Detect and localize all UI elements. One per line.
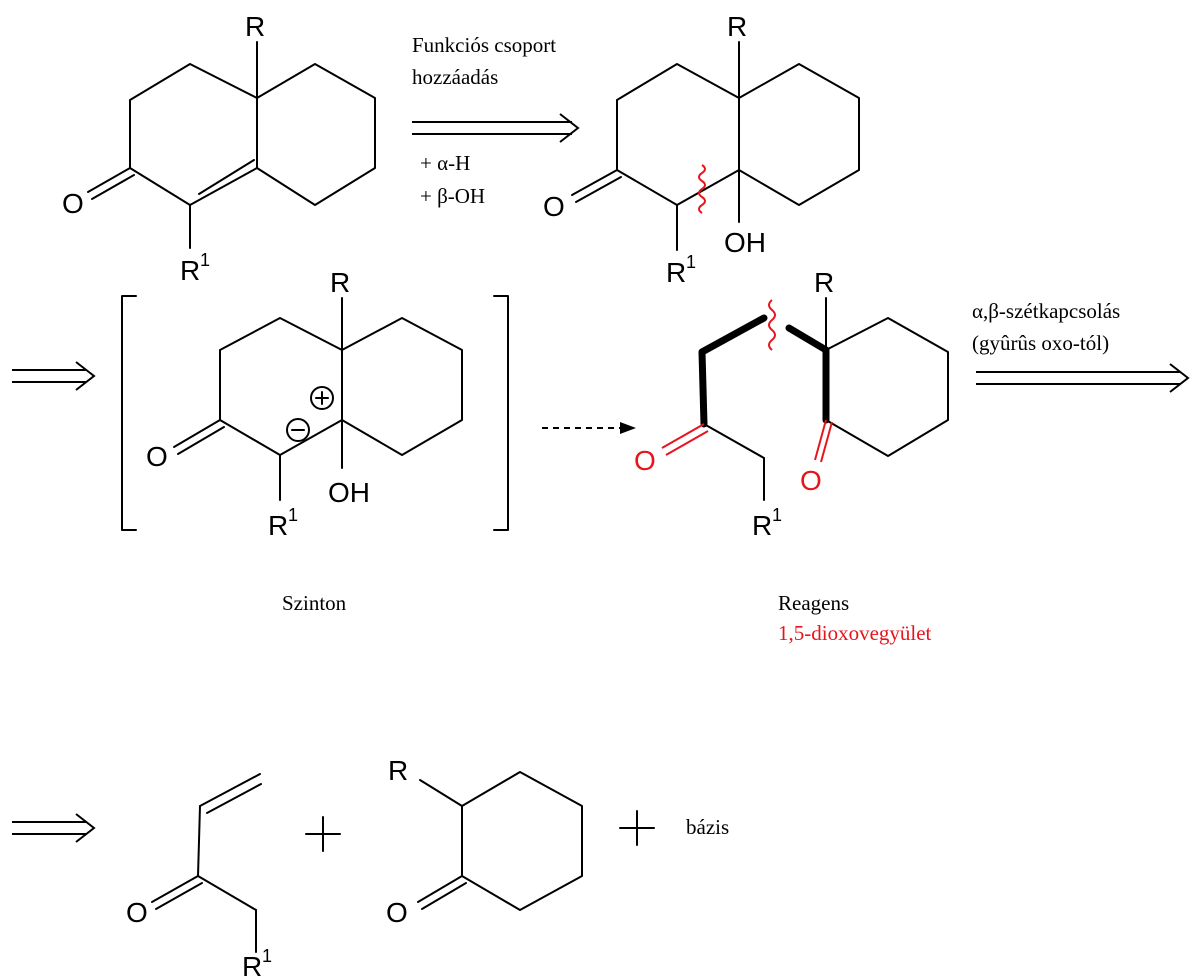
atom-R1: R	[752, 510, 772, 541]
synthon: R O OH R 1	[121, 267, 509, 541]
atom-R1: R	[242, 951, 262, 976]
retro-arrow-3: α,β-szétkapcsolás (gyûrûs oxo-tól)	[972, 299, 1190, 393]
vinyl-ketone: O R 1	[126, 773, 272, 976]
plus-sign	[619, 810, 655, 846]
atom-O: O	[126, 897, 148, 928]
atom-R: R	[388, 755, 408, 786]
reagent-label: Reagens	[778, 591, 849, 615]
atom-O: O	[62, 188, 84, 219]
atom-R1-superscript: 1	[262, 946, 272, 966]
retro-arrow-2	[12, 361, 96, 391]
atom-O: O	[386, 897, 408, 928]
atom-R: R	[814, 267, 834, 298]
dashed-arrow	[542, 422, 636, 434]
reagent-dioxo: R O O R 1	[634, 267, 949, 541]
atom-R1-superscript: 1	[686, 252, 696, 272]
step2-text-line1: α,β-szétkapcsolás	[972, 299, 1120, 323]
target-enone: R O R 1	[62, 11, 376, 286]
atom-R1-superscript: 1	[200, 250, 210, 270]
atom-O: O	[146, 441, 168, 472]
atom-O: O	[543, 191, 565, 222]
step1-condition-alpha-h: + α-H	[420, 151, 470, 175]
atom-R1: R	[666, 257, 686, 288]
atom-R: R	[727, 11, 747, 42]
plus-sign	[305, 816, 341, 852]
atom-O-red: O	[800, 465, 822, 496]
atom-R1: R	[268, 510, 288, 541]
step1-condition-beta-oh: + β-OH	[420, 184, 485, 208]
atom-R1-superscript: 1	[772, 505, 782, 525]
atom-R: R	[245, 11, 265, 42]
synthon-label: Szinton	[282, 591, 347, 615]
atom-R1: R	[180, 255, 200, 286]
atom-O-red: O	[634, 445, 656, 476]
atom-R: R	[330, 267, 350, 298]
retro-arrow-1: Funkciós csoport hozzáadás + α-H + β-OH	[412, 33, 580, 208]
aldol-product: R O OH R 1	[543, 11, 860, 288]
cyclohexanone: R O	[386, 755, 583, 928]
atom-OH: OH	[328, 477, 370, 508]
base-label: bázis	[686, 815, 729, 839]
atom-R1-superscript: 1	[288, 505, 298, 525]
step1-text-line2: hozzáadás	[412, 65, 498, 89]
step2-text-line2: (gyûrûs oxo-tól)	[972, 331, 1109, 355]
reagent-sublabel: 1,5-dioxovegyület	[778, 621, 932, 645]
step1-text-line1: Funkciós csoport	[412, 33, 556, 57]
retro-arrow-4	[12, 813, 96, 843]
atom-OH: OH	[724, 227, 766, 258]
